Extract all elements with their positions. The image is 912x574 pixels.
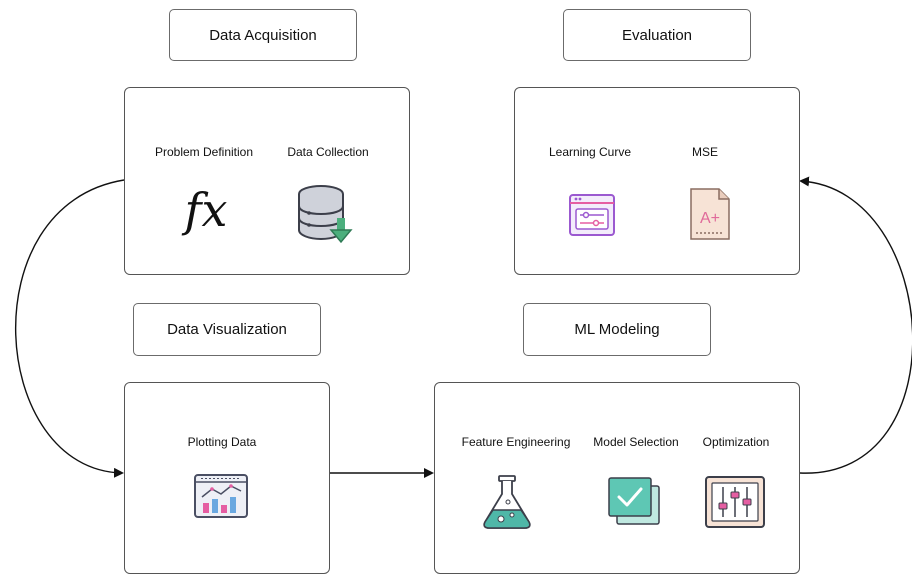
stage-title-visualization: Data Visualization: [133, 303, 321, 356]
connector-modeling-to-evaluation: [799, 176, 912, 474]
slider-controls-icon: [705, 476, 765, 528]
stage-title-evaluation: Evaluation: [563, 9, 751, 61]
connector-acquisition-to-visualization: [15, 179, 125, 478]
checkmark-card-icon: [608, 477, 660, 525]
panel-evaluation: Learning Curve MSE A+: [514, 87, 800, 275]
step-label-feature-engineering: Feature Engineering: [461, 435, 571, 449]
browser-slider-icon: [569, 194, 615, 236]
panel-visualization: Plotting Data: [124, 382, 330, 574]
panel-acquisition: Problem Definition Data Collection fx: [124, 87, 410, 275]
step-label-optimization: Optimization: [702, 435, 770, 449]
chart-dashboard-icon: [194, 474, 248, 518]
stage-title-acquisition: Data Acquisition: [169, 9, 357, 61]
grade-a-plus-icon: A+: [690, 188, 730, 240]
step-label-mse: MSE: [691, 145, 719, 159]
fx-glyph: fx: [184, 183, 228, 237]
step-label-learning-curve: Learning Curve: [548, 145, 632, 159]
step-label-problem-definition: Problem Definition: [154, 145, 254, 159]
database-download-icon: [298, 185, 353, 244]
step-label-data-collection: Data Collection: [287, 145, 369, 159]
flask-icon: [483, 475, 531, 529]
grade-glyph: A+: [700, 210, 720, 227]
stage-title-modeling: ML Modeling: [523, 303, 711, 356]
function-fx-icon: fx: [171, 182, 241, 244]
step-label-plotting-data: Plotting Data: [187, 435, 257, 449]
panel-modeling: Feature Engineering Model Selection Opti…: [434, 382, 800, 574]
step-label-model-selection: Model Selection: [593, 435, 679, 449]
